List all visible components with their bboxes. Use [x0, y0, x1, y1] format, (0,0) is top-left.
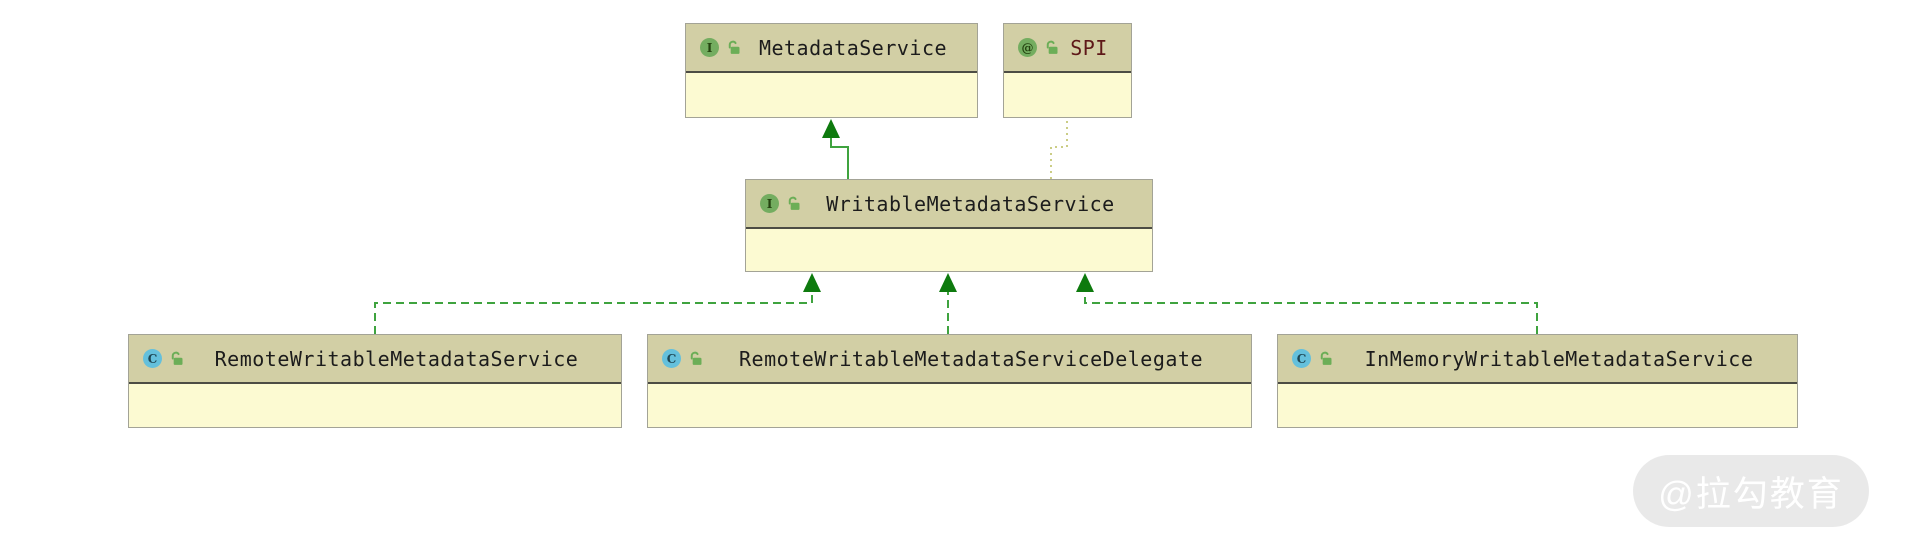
node-label: SPI [1070, 35, 1108, 60]
public-lock-icon [171, 351, 183, 365]
arrowhead-extends [822, 119, 840, 138]
node-body [746, 229, 1152, 271]
interface-icon: I [700, 38, 719, 57]
node-header: C InMemoryWritableMetadataService [1278, 335, 1797, 384]
node-body [648, 384, 1251, 427]
node-body [686, 73, 977, 117]
interface-icon: I [760, 194, 779, 213]
edge-implements-delegate-to-writable [939, 273, 957, 334]
public-lock-icon [690, 351, 702, 365]
uml-node-remote-writable-metadata-service[interactable]: C RemoteWritableMetadataService [128, 334, 622, 428]
watermark-text: @拉勾教育 [1658, 474, 1844, 514]
edge-implements-inmemory-to-writable [1076, 273, 1538, 334]
node-label: RemoteWritableMetadataServiceDelegate [738, 346, 1204, 371]
uml-node-inmemory-writable-metadata-service[interactable]: C InMemoryWritableMetadataService [1277, 334, 1798, 428]
node-header: @ SPI [1004, 24, 1131, 73]
class-icon: C [143, 349, 162, 368]
node-label: RemoteWritableMetadataService [214, 346, 579, 371]
public-lock-icon [728, 40, 740, 54]
node-header: C RemoteWritableMetadataServiceDelegate [648, 335, 1251, 384]
node-body [1278, 384, 1797, 427]
arrowhead-implements-right [1076, 273, 1094, 292]
edge-annotation-writable-to-spi [1050, 119, 1068, 179]
node-label: WritableMetadataService [826, 191, 1115, 216]
node-body [1004, 73, 1131, 117]
annotation-icon: @ [1018, 38, 1037, 57]
public-lock-icon [788, 196, 800, 210]
public-lock-icon [1320, 351, 1332, 365]
public-lock-icon [1046, 40, 1058, 54]
uml-node-writable-metadata-service[interactable]: I WritableMetadataService [745, 179, 1153, 272]
arrowhead-implements-left [803, 273, 821, 292]
node-header: I WritableMetadataService [746, 180, 1152, 229]
class-icon: C [662, 349, 681, 368]
uml-node-remote-writable-metadata-service-delegate[interactable]: C RemoteWritableMetadataServiceDelegate [647, 334, 1252, 428]
node-header: I MetadataService [686, 24, 977, 73]
class-icon: C [1292, 349, 1311, 368]
node-header: C RemoteWritableMetadataService [129, 335, 621, 384]
uml-node-spi[interactable]: @ SPI [1003, 23, 1132, 118]
uml-node-metadata-service[interactable]: I MetadataService [685, 23, 978, 118]
edge-implements-remote-to-writable [374, 273, 821, 334]
watermark-badge: @拉勾教育 [1633, 455, 1869, 527]
edge-extends-writable-to-metadata [822, 119, 849, 179]
node-body [129, 384, 621, 427]
node-label: InMemoryWritableMetadataService [1364, 346, 1754, 371]
node-label: MetadataService [758, 35, 948, 60]
arrowhead-implements-middle [939, 273, 957, 292]
